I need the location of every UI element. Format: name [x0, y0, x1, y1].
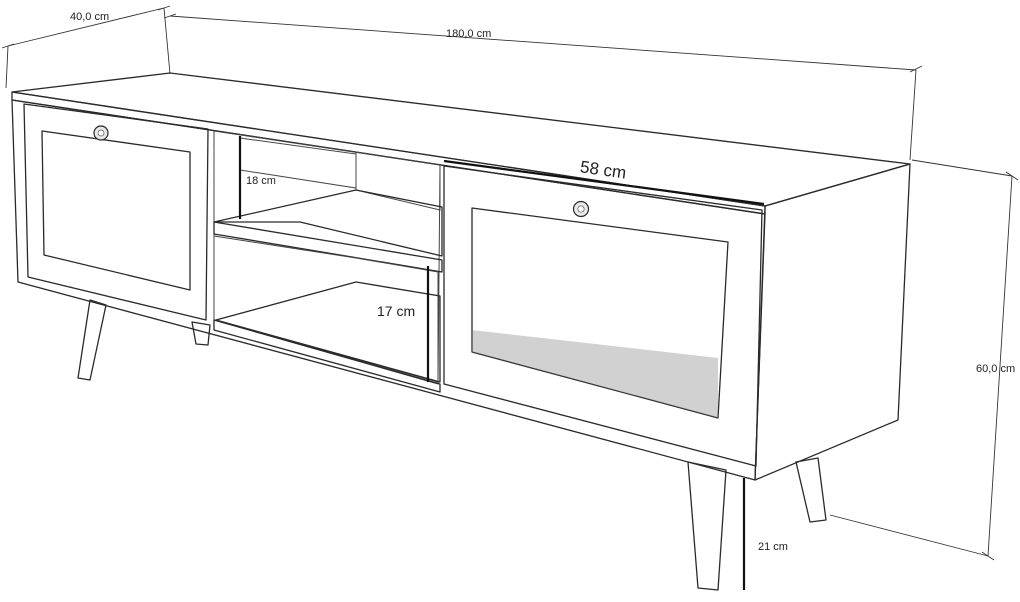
middle-divider-side: [355, 151, 441, 211]
middle-shelf-front: [213, 221, 443, 273]
right-side-panel: [754, 163, 911, 481]
dimension-depth-label: 40,0 cm: [70, 11, 109, 23]
right-door: [443, 165, 763, 467]
left-door: [23, 103, 209, 321]
leg-back-right: [795, 457, 827, 523]
leg-back-left: [191, 321, 211, 346]
dimension-width-label: 180,0 cm: [446, 28, 491, 40]
middle-shelf: [213, 189, 443, 257]
dimension-leg-height-label: 21 cm: [758, 541, 788, 553]
bottom-shelf: [215, 281, 441, 383]
dimension-lower-shelf-label: 17 cm: [377, 303, 415, 319]
right-door-mesh-shadow: [472, 330, 718, 418]
bottom-front-edge: [213, 319, 441, 393]
top-surface: [11, 72, 911, 207]
leg-front-right: [687, 461, 727, 591]
right-door-mesh: [471, 207, 729, 419]
dimension-height-label: 60,0 cm: [976, 363, 1015, 375]
top-front-edge: [11, 91, 766, 215]
left-door-mesh: [41, 130, 191, 291]
dimension-upper-shelf-label: 18 cm: [246, 175, 276, 187]
lower-opening: [213, 235, 439, 385]
leg-front-left: [77, 299, 107, 381]
